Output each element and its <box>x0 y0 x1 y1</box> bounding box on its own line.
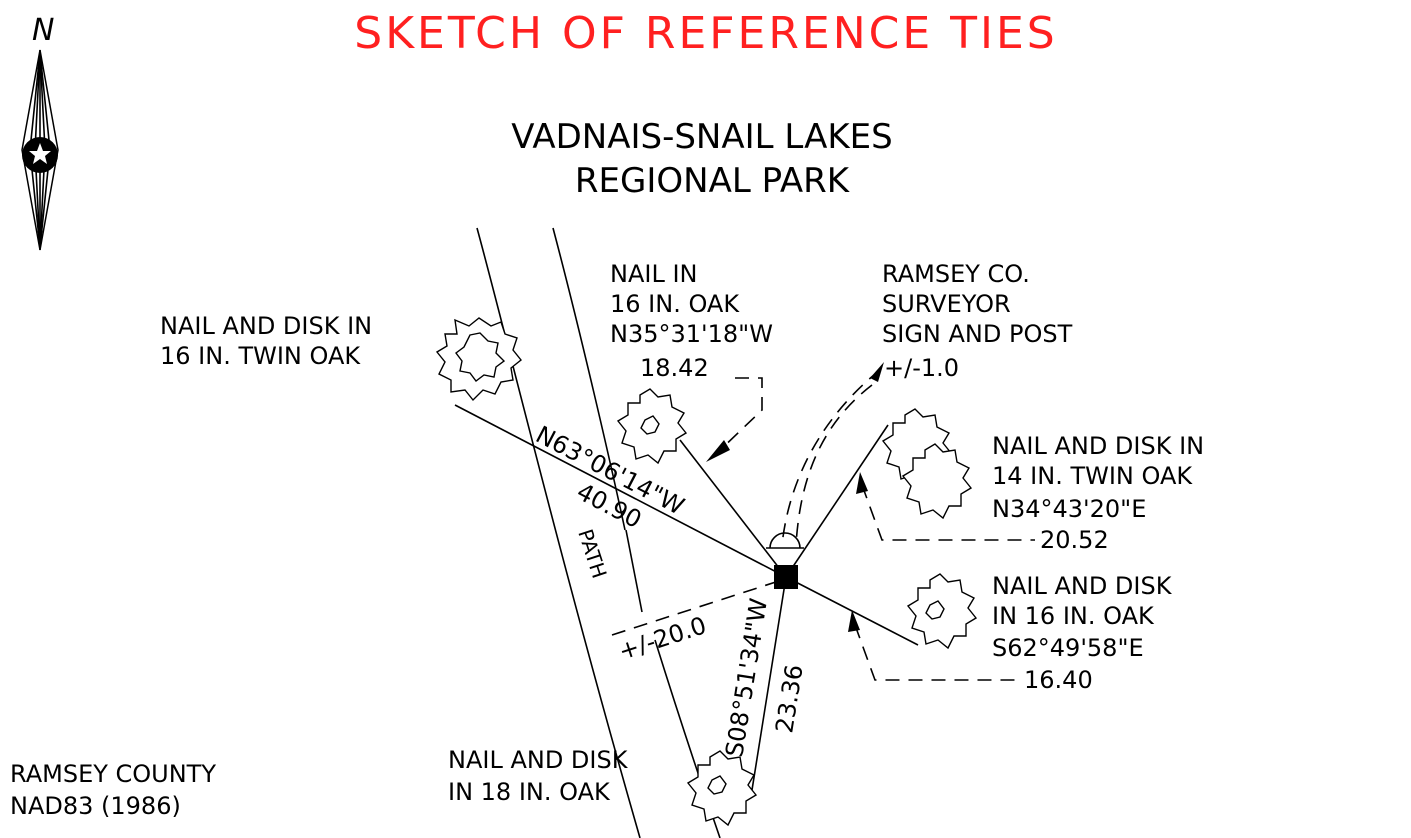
leader-twin-oak-14 <box>861 484 1035 541</box>
datum-label: NAD83 (1986) <box>10 792 181 820</box>
twin-oak-14-bearing: N34°43'20"E <box>992 495 1146 523</box>
north-label: N <box>32 13 54 48</box>
sign-post-label-1: RAMSEY CO. <box>882 260 1030 288</box>
twin-oak-16-label-1: NAIL AND DISK IN <box>160 312 372 340</box>
oak-18-distance: 23.36 <box>770 663 808 735</box>
park-name-line-1: VADNAIS-SNAIL LAKES <box>511 117 893 157</box>
tie-line-twin-oak-14 <box>785 424 889 578</box>
oak-18-bearing: S08°51'34"W <box>720 596 773 759</box>
leader-sign-post-a <box>781 369 881 546</box>
tree-icon-twin-oak-16 <box>435 317 522 402</box>
oak-16-east-distance: 16.40 <box>1024 666 1093 694</box>
tie-line-oak-16-north <box>679 439 787 578</box>
path-label: PATH <box>573 526 611 581</box>
tie-line-twin-oak-16 <box>454 404 787 578</box>
tie-line-oak-18 <box>751 576 787 791</box>
oak-16-east-label-2: IN 16 IN. OAK <box>992 602 1155 630</box>
park-name-line-2: REGIONAL PARK <box>575 161 851 201</box>
sketch-title: SKETCH OF REFERENCE TIES <box>354 8 1057 59</box>
twin-oak-14-label-1: NAIL AND DISK IN <box>992 432 1204 460</box>
tree-icon-oak-18 <box>686 750 758 827</box>
oak-16-north-bearing: N35°31'18"W <box>610 320 773 348</box>
oak-16-north-label-2: 16 IN. OAK <box>610 290 740 318</box>
oak-16-north-label-1: NAIL IN <box>610 260 697 288</box>
oak-16-east-label-1: NAIL AND DISK <box>992 572 1173 600</box>
arrowhead-twin-oak-14 <box>856 472 868 494</box>
oak-18-label-2: IN 18 IN. OAK <box>448 778 611 806</box>
twin-oak-14-label-2: 14 IN. TWIN OAK <box>992 462 1193 490</box>
sign-post-symbol <box>769 532 801 549</box>
twin-oak-14-distance: 20.52 <box>1040 526 1109 554</box>
leader-path-offset <box>611 579 783 636</box>
leader-oak-16-east <box>854 624 1020 681</box>
path-edge-east-mid <box>625 529 643 613</box>
tree-icon-twin-oak-14 <box>881 408 973 520</box>
north-arrow-icon: N <box>21 13 59 251</box>
arrowhead-oak-16-east <box>848 610 860 632</box>
sign-post-label-2: SURVEYOR <box>882 290 1011 318</box>
star-icon <box>29 143 51 164</box>
arrowhead-sign-post <box>870 362 884 382</box>
leader-oak-16-north <box>714 377 763 456</box>
survey-station-marker <box>774 565 798 589</box>
sign-post-distance: +/-1.0 <box>884 354 959 382</box>
path-edge-west <box>476 227 641 838</box>
county-label: RAMSEY COUNTY <box>10 760 216 788</box>
twin-oak-16-label-2: 16 IN. TWIN OAK <box>160 342 361 370</box>
oak-18-label-1: NAIL AND DISK <box>448 746 629 774</box>
sign-post-label-3: SIGN AND POST <box>882 320 1073 348</box>
arrowhead-oak-16-north <box>706 440 730 462</box>
oak-16-north-distance: 18.42 <box>640 354 709 382</box>
tree-icon-oak-16-north <box>616 388 688 465</box>
oak-16-east-bearing: S62°49'58"E <box>992 634 1144 662</box>
path-edge-east-upper <box>552 227 626 531</box>
tree-icon-oak-16-east <box>906 573 978 650</box>
